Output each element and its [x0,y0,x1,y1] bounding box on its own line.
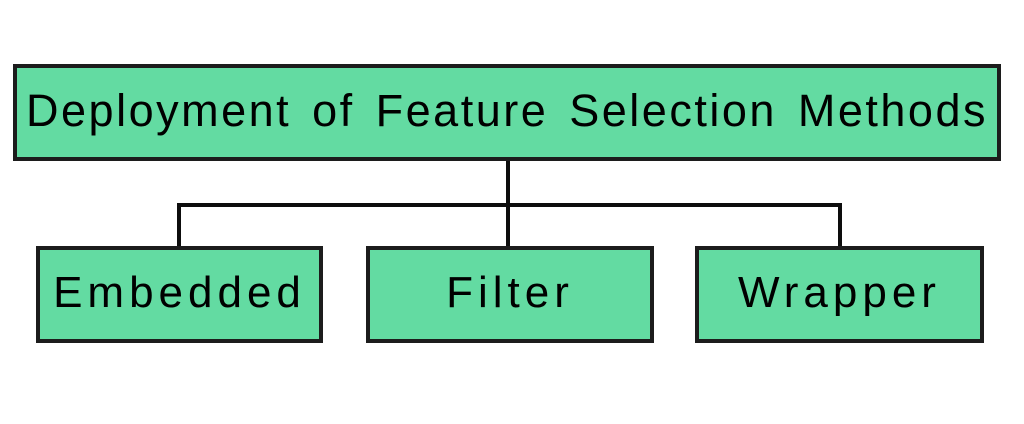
root-node: Deployment of Feature Selection Methods [13,64,1001,161]
child-node-wrapper: Wrapper [695,246,984,343]
connector-crossbar-line [177,203,842,207]
child-node-filter: Filter [366,246,654,343]
connector-drop-right-line [838,203,842,246]
child-node-embedded: Embedded [36,246,323,343]
root-node-label: Deployment of Feature Selection Methods [26,85,988,136]
child-node-embedded-label: Embedded [53,267,306,317]
child-node-filter-label: Filter [446,267,574,317]
connector-drop-left-line [177,203,181,246]
child-node-wrapper-label: Wrapper [738,267,941,317]
